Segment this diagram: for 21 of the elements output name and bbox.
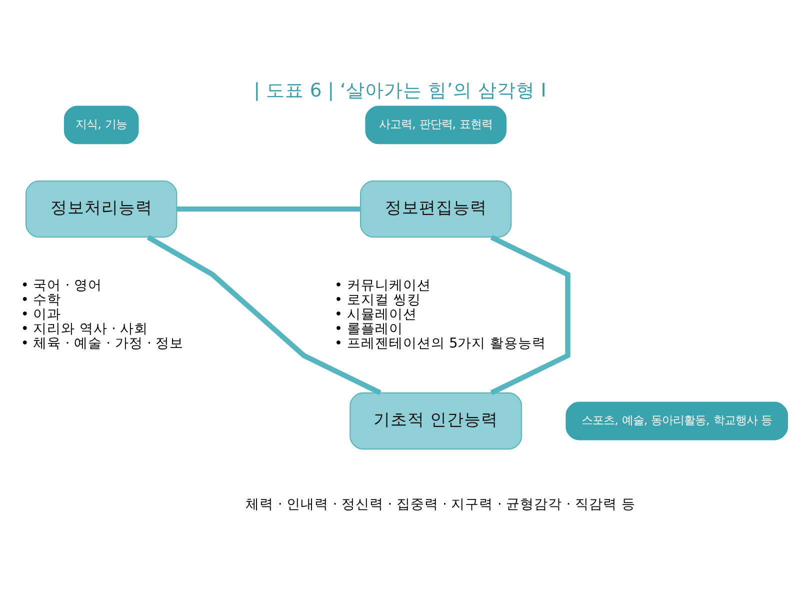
node-label: • 이과 [20,306,62,322]
connector [490,234,570,395]
connector [176,206,360,212]
node-label: • 수학 [20,292,62,308]
node-label: • 롤플레이 [334,320,403,337]
node-box: 정보편집능력 [360,180,512,238]
node-label: 체력 · 인내력 · 정신력 · 집중력 · 지구력 · 균형감각 · 직감력 등 [246,496,636,512]
node-label: • 국어 · 영어 [20,276,102,293]
node-label: • 로지컬 씽킹 [334,292,422,308]
node-box: 스포츠, 예술, 동아리활동, 학교행사 등 [566,401,788,440]
node-label: • 지리와 역사 · 사회 [20,320,148,337]
diagram-title: | 도표 6 | ‘살아가는 힘’의 삼각형 I [254,80,546,101]
node-label: • 프레젠테이션의 5가지 활용능력 [334,335,546,352]
node-box: 지식, 기능 [64,105,139,144]
connector [146,234,382,395]
node-label: • 체육 · 예술 · 가정 · 정보 [20,335,184,352]
node-box: 사고력, 판단력, 표현력 [365,105,506,144]
node-box: 정보처리능력 [26,180,178,238]
node-box: 기초적 인간능력 [350,392,522,450]
node-label: • 시뮬레이션 [334,306,417,322]
node-label: • 커뮤니케이션 [334,276,431,293]
